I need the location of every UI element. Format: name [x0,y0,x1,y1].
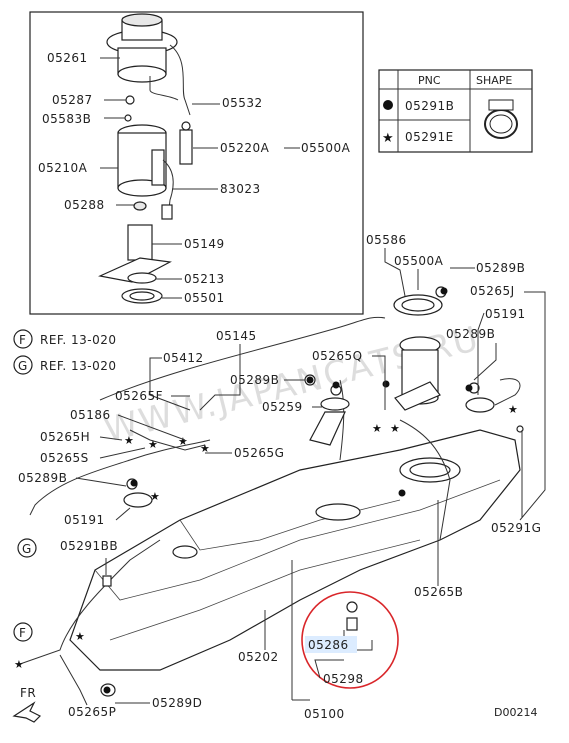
label-05265q: 05265Q [312,349,363,363]
label-05286-highlight [305,636,357,653]
svg-text:★: ★ [124,434,134,447]
legend-header-pnc: PNC [418,74,441,87]
svg-text:★: ★ [75,630,85,643]
star-marker-icon: ★ [382,131,394,146]
label-05586: 05586 [366,233,407,247]
label-05412: 05412 [163,351,204,365]
fuel-tank [19,316,521,671]
label-05532: 05532 [222,96,263,110]
label-05259: 05259 [262,400,303,414]
label-05289b-right: 05289B [446,327,495,341]
label-05500a: 05500A [394,254,444,268]
svg-text:★: ★ [390,422,400,435]
label-05287: 05287 [52,93,93,107]
svg-text:★: ★ [14,658,24,671]
label-05213: 05213 [184,272,225,286]
label-05286: 05286 [308,638,349,652]
ref-g-letter: G [18,359,28,373]
legend-row-05291b: 05291B [405,99,454,113]
front-arrow-icon [12,701,42,723]
pump-module-inset [29,11,364,315]
label-05186: 05186 [70,408,111,422]
label-05191-left: 05191 [64,513,105,527]
label-05298: 05298 [323,672,364,686]
label-05265b: 05265B [414,585,463,599]
label-83023: 83023 [220,182,261,196]
svg-text:★: ★ [200,442,210,455]
label-05291bb: 05291BB [60,539,118,553]
legend-table: PNC SHAPE 05291B ★ 05291E [378,69,533,153]
fuel-sender-assembly [393,286,447,411]
svg-text:★: ★ [150,490,160,503]
label-05265j: 05265J [470,284,515,298]
hose-clamp-icon [484,99,518,139]
label-05289d: 05289D [152,696,202,710]
label-05265g: 05265G [234,446,284,460]
legend-row-05291e: 05291E [405,130,454,144]
ref-g-letter-2: G [22,542,32,556]
highlight-circle [301,591,399,689]
svg-text:★: ★ [372,422,382,435]
label-05265f: 05265F [115,389,163,403]
label-05500a-inset: 05500A [301,141,351,155]
label-05145: 05145 [216,329,257,343]
label-05265s: 05265S [40,451,89,465]
inset-labels: 05261 05287 05583B 05532 05210A 05220A 0… [38,51,351,305]
dot-marker-icon [383,100,393,110]
svg-text:★: ★ [148,438,158,451]
main-labels: 05586 05500A 05289B 05265J 05191 05289B … [12,233,546,723]
label-05220a: 05220A [220,141,270,155]
label-05289b-mid: 05289B [230,373,279,387]
ref-f-letter: F [19,333,26,347]
label-05265h: 05265H [40,430,90,444]
ref-g-text: REF. 13-020 [40,359,117,373]
label-05100: 05100 [304,707,345,721]
ref-f-letter-2: F [19,626,26,640]
label-05289b-left: 05289B [18,471,67,485]
label-05288: 05288 [64,198,105,212]
label-05265p: 05265P [68,705,116,719]
clamp-dot-markers [103,287,473,694]
label-05149: 05149 [184,237,225,251]
label-05583b: 05583B [42,112,91,126]
label-05202: 05202 [238,650,279,664]
legend-header-shape: SHAPE [476,74,512,87]
label-05501: 05501 [184,291,225,305]
label-05210a: 05210A [38,161,88,175]
diagram-code: D00214 [494,706,537,719]
svg-text:★: ★ [178,435,188,448]
clamp-star-markers: ★ ★ ★ ★ ★ ★ ★ ★ ★ ★ [14,403,518,671]
svg-text:★: ★ [508,403,518,416]
label-05191-right: 05191 [485,307,526,321]
label-05261: 05261 [47,51,88,65]
ref-f-text: REF. 13-020 [40,333,117,347]
label-05289b-top: 05289B [476,261,525,275]
front-direction-label: FR [20,686,36,700]
label-05291g: 05291G [491,521,541,535]
